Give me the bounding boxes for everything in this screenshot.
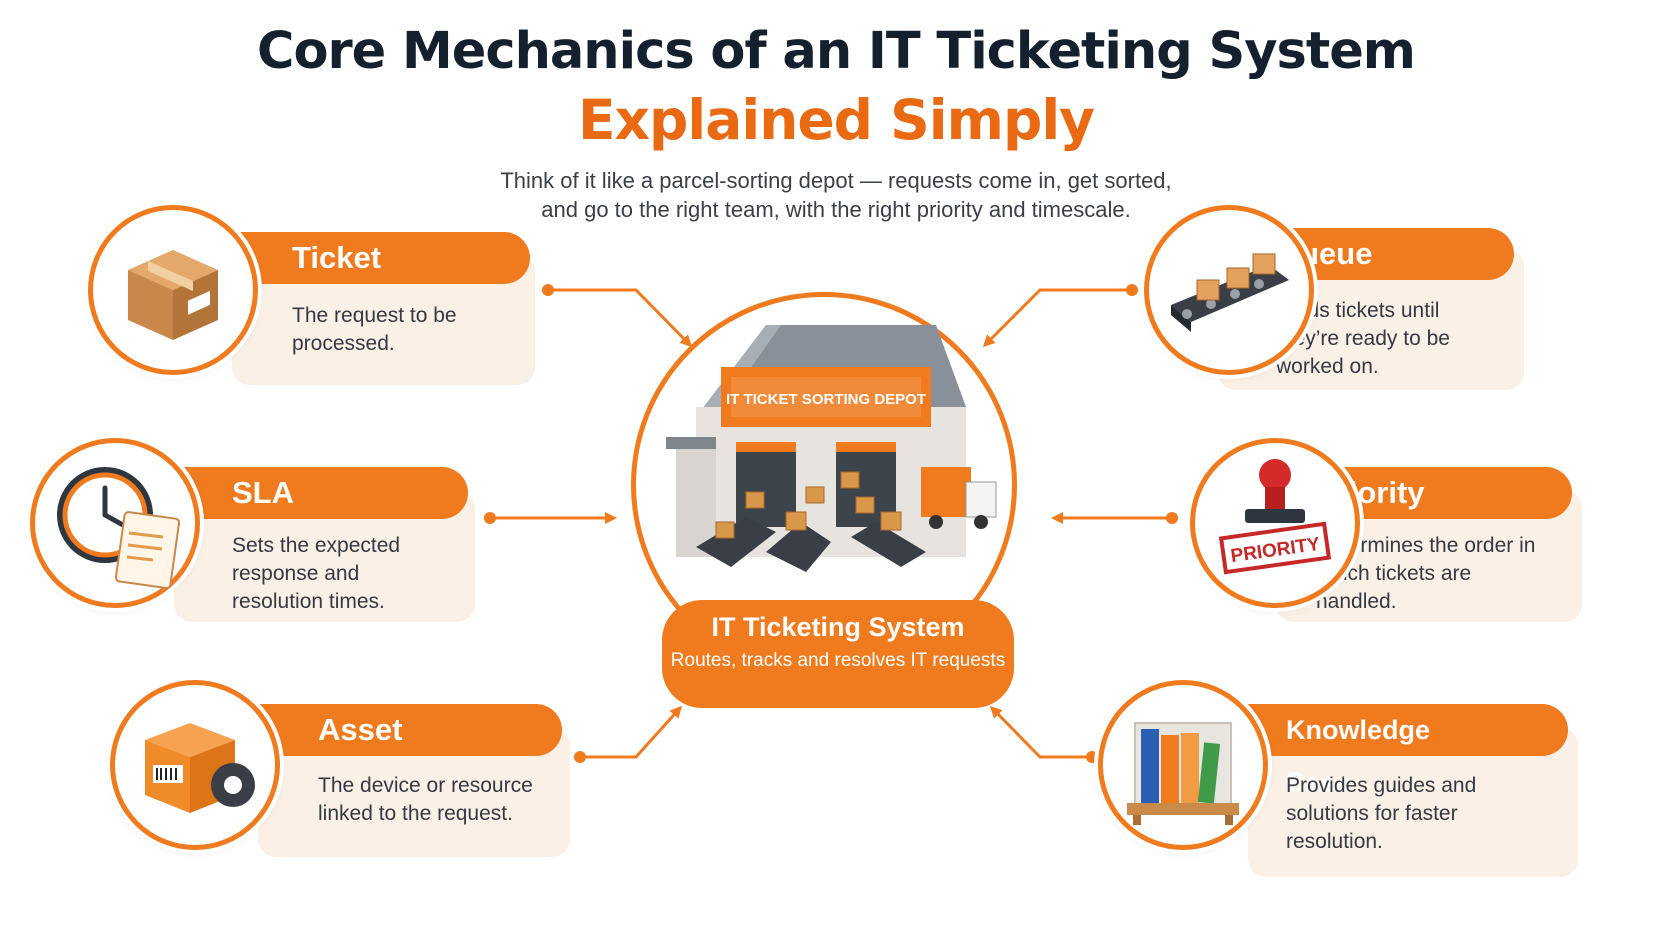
concept-label: Ticket [292,240,382,275]
concept-description: Determines the order in which tickets ar… [1316,534,1536,613]
subtitle-line-1: Think of it like a parcel-sorting depot … [500,168,1172,193]
arrow-ticket [548,288,693,348]
arrow-queue [982,288,1132,348]
concept-description: The request to be processed. [292,304,457,355]
card-header [150,467,468,519]
card-header [236,704,562,756]
concept-description: Sets the expected response and resolutio… [232,534,401,613]
clock-document-icon [57,467,181,590]
ticket-icon-circle [88,205,258,375]
concept-description: The device or resource linked to the req… [318,774,533,825]
priority-stamp-icon: PRIORITY [1218,459,1332,575]
sorting-depot-icon: IT TICKET SORTING DEPOT [666,325,997,572]
queue-icon-circle [1144,205,1314,375]
binders-shelf-icon [1127,722,1239,825]
page-subtitle: Think of it like a parcel-sorting depot … [0,166,1672,224]
sla-icon-circle [30,438,200,608]
card-header [1226,704,1568,756]
concept-label: Asset [318,712,403,747]
priority-icon-circle: PRIORITY [1190,438,1360,608]
conveyor-belt-icon [1171,253,1289,332]
concept-label: Knowledge Base [1286,715,1431,797]
hub-title: IT Ticketing System [711,612,965,642]
card-header [210,232,530,284]
page-title-highlight: Explained Simply [577,88,1095,152]
page-title: Core Mechanics of an IT Ticketing System [257,22,1416,81]
parcel-box-icon [128,250,218,340]
arrow-kb [989,705,1092,759]
concept-description: Provides guides and solutions for faster… [1286,774,1477,853]
concept-label: SLA [232,475,294,510]
subtitle-line-2: and go to the right team, with the right… [541,197,1131,222]
box-barcode-gear-icon [145,723,255,813]
depot-sign: IT TICKET SORTING DEPOT [726,391,926,408]
hub-label-pill: IT Ticketing System Routes, tracks and r… [662,600,1014,708]
arrow-asset [580,705,683,759]
knowledge-base-icon-circle [1098,680,1268,850]
concept-description: Holds tickets until they’re ready to be … [1276,299,1450,378]
hub-description: Routes, tracks and resolves IT requests [670,650,1006,671]
asset-icon-circle [110,680,280,850]
